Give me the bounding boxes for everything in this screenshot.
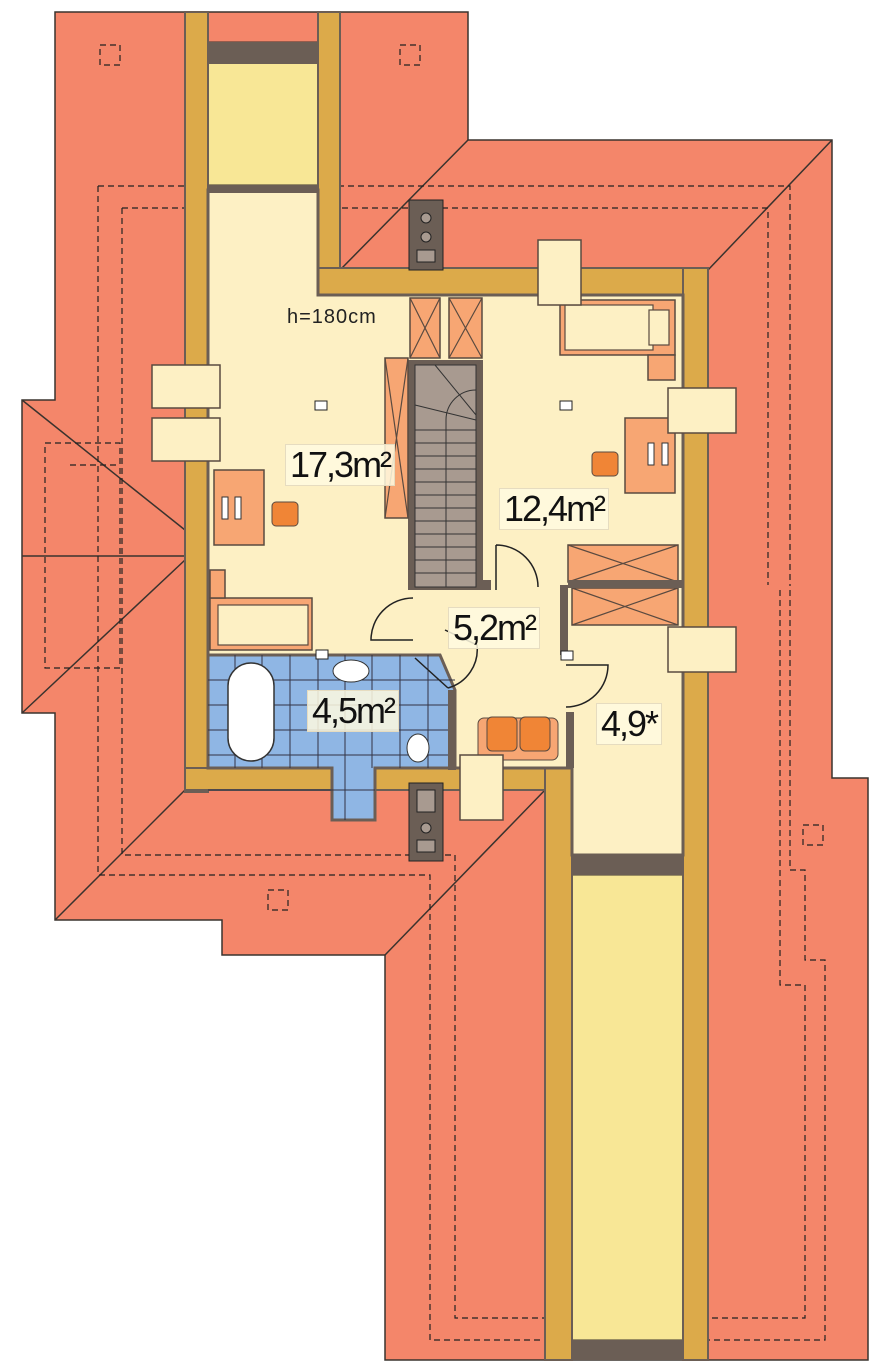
room-area-label: 17,3m² <box>285 444 396 486</box>
room-area-label: 12,4m² <box>499 488 610 530</box>
room-area-label: 5,2m² <box>448 607 541 649</box>
chair <box>591 451 619 477</box>
vent-icon <box>314 400 574 661</box>
bathtub-icon <box>227 662 275 762</box>
room-area-label: 4,5m² <box>307 690 400 732</box>
chair <box>271 501 299 527</box>
balcony-top <box>207 41 319 186</box>
stairs <box>408 360 483 590</box>
room-area-label: 4,9* <box>596 703 663 745</box>
balcony-bottom <box>571 874 684 1341</box>
toilet-icon <box>406 733 430 763</box>
ceiling-height-note: h=180cm <box>287 306 377 328</box>
sink-icon <box>332 659 370 683</box>
